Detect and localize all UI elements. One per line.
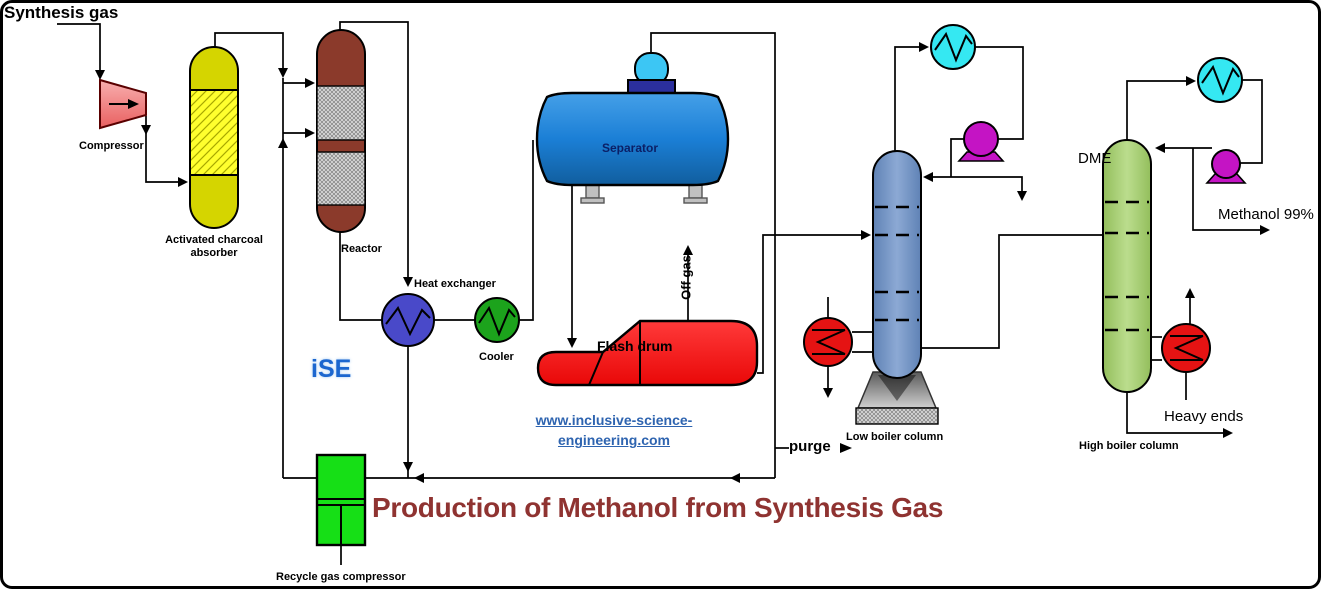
reactor-vessel	[316, 29, 366, 233]
off-gas-label: Off gas	[678, 255, 694, 300]
high-boiler-column-label: High boiler column	[1079, 440, 1179, 452]
flow-arrows	[95, 42, 1270, 483]
separator-label: Separator	[601, 141, 659, 155]
low-boiler-column-label: Low boiler column	[846, 431, 944, 443]
heat-exchanger-icon	[381, 293, 435, 347]
absorber-label-line1: Activated charcoal	[165, 234, 263, 246]
high-boiler-column-vessel	[1102, 139, 1152, 393]
synthesis-gas-label: Synthesis gas	[4, 3, 119, 22]
recycle-compressor-shape	[315, 453, 367, 547]
website-link[interactable]: www.inclusive-science- engineering.com	[518, 410, 710, 451]
hb-reflux-pump-icon	[1205, 149, 1247, 184]
low-boiler-column-vessel	[855, 150, 939, 425]
separator-vessel	[535, 52, 730, 204]
lb-reflux-pump-icon	[957, 121, 1005, 162]
absorber-vessel	[189, 46, 239, 229]
lb-reboiler-icon	[803, 317, 853, 367]
flash-drum-label: Flash drum	[597, 338, 673, 354]
purge-label: purge	[789, 438, 831, 455]
diagram-title: Production of Methanol from Synthesis Ga…	[372, 492, 944, 523]
lb-condenser-icon	[930, 24, 976, 70]
compressor-shape	[99, 78, 147, 130]
cooler-label: Cooler	[479, 351, 514, 363]
recycle-compressor-label: Recycle gas compressor	[276, 571, 406, 583]
absorber-label-line2: absorber	[190, 246, 238, 259]
ise-logo: iSE	[311, 355, 352, 383]
flash-drum-shape	[536, 319, 759, 387]
reactor-label: Reactor	[341, 243, 382, 255]
compressor-label: Compressor	[79, 140, 144, 152]
hb-condenser-icon	[1197, 57, 1243, 103]
cooler-icon	[474, 297, 520, 343]
website-link-line2[interactable]: engineering.com	[557, 432, 671, 449]
website-link-line1[interactable]: www.inclusive-science-	[535, 412, 693, 428]
methanol-product-label: Methanol 99%	[1218, 206, 1314, 223]
dme-label: DME	[1078, 150, 1112, 167]
heavy-ends-label: Heavy ends	[1164, 408, 1244, 425]
heat-exchanger-label: Heat exchanger	[414, 278, 496, 290]
absorber-label: Activated charcoal absorber	[148, 234, 280, 259]
hb-reboiler-icon	[1161, 323, 1211, 373]
